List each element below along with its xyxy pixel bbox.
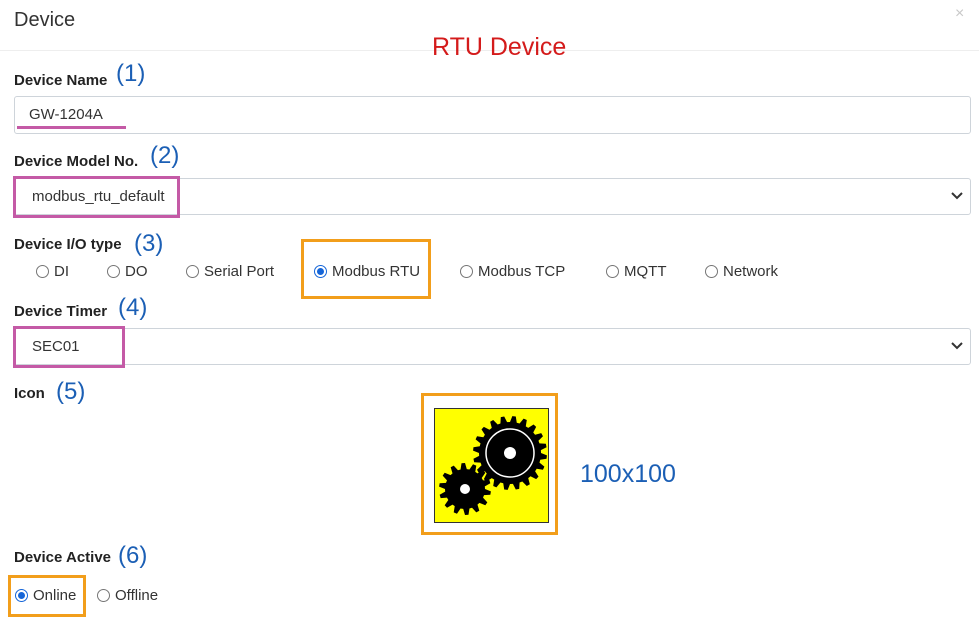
annotation-title: RTU Device: [432, 33, 567, 61]
device-model-annotation-number: (2): [150, 142, 180, 169]
io-type-option-mqtt[interactable]: MQTT: [606, 263, 667, 280]
gear-hub: [460, 484, 470, 494]
device-name-input[interactable]: GW-1204A: [14, 96, 971, 134]
gear-ring: [485, 428, 535, 478]
chevron-down-icon: [951, 192, 963, 200]
io-type-annotation-number: (3): [134, 230, 164, 257]
io-type-option-label: Modbus TCP: [478, 263, 566, 280]
radio-offline[interactable]: [97, 589, 110, 602]
io-type-option-label: Modbus RTU: [332, 263, 421, 280]
close-icon[interactable]: ×: [955, 5, 965, 22]
device-active-option-offline[interactable]: Offline: [97, 587, 158, 604]
device-model-value: modbus_rtu_default: [32, 188, 165, 205]
gears-icon: [439, 416, 547, 515]
device-active-label: Device Active: [14, 549, 112, 566]
io-type-label: Device I/O type: [14, 236, 122, 253]
radio-modbus-rtu[interactable]: [314, 265, 327, 278]
io-type-option-label: MQTT: [624, 263, 667, 280]
io-type-option-modbus-tcp[interactable]: Modbus TCP: [460, 263, 565, 280]
radio-do[interactable]: [107, 265, 120, 278]
device-model-label: Device Model No.: [14, 153, 139, 170]
io-type-option-modbus-rtu[interactable]: Modbus RTU: [314, 263, 420, 280]
device-active-highlight: [8, 575, 86, 617]
device-timer-value: SEC01: [32, 338, 80, 355]
radio-serial-port[interactable]: [186, 265, 199, 278]
io-type-option-serial-port[interactable]: Serial Port: [186, 263, 274, 280]
device-name-value: GW-1204A: [29, 106, 103, 123]
io-type-option-di[interactable]: DI: [36, 263, 69, 280]
io-type-option-label: Network: [723, 263, 779, 280]
radio-modbus-tcp[interactable]: [460, 265, 473, 278]
device-active-option-online[interactable]: Online: [15, 587, 76, 604]
io-type-option-label: Serial Port: [204, 263, 275, 280]
gear-hub: [504, 447, 516, 459]
device-name-annotation-number: (1): [116, 60, 146, 87]
chevron-down-icon: [951, 342, 963, 350]
icon-annotation-number: (5): [56, 378, 86, 405]
device-active-option-label: Online: [33, 587, 77, 604]
device-name-highlight: [17, 126, 126, 129]
device-active-annotation-number: (6): [118, 542, 148, 569]
io-type-option-label: DI: [54, 263, 69, 280]
device-name-label: Device Name: [14, 72, 108, 89]
io-type-option-network[interactable]: Network: [705, 263, 778, 280]
device-active-option-label: Offline: [115, 587, 159, 604]
device-timer-highlight: [13, 326, 125, 368]
radio-di[interactable]: [36, 265, 49, 278]
device-timer-label: Device Timer: [14, 303, 108, 320]
header-divider: [0, 50, 979, 51]
device-timer-select[interactable]: SEC01: [14, 328, 971, 365]
modal-title: Device: [14, 9, 76, 31]
io-type-option-do[interactable]: DO: [107, 263, 148, 280]
radio-network[interactable]: [705, 265, 718, 278]
io-type-highlight: [301, 239, 431, 299]
icon-highlight: [421, 393, 558, 535]
icon-size-label: 100x100: [580, 460, 676, 488]
radio-online[interactable]: [15, 589, 28, 602]
device-model-select[interactable]: modbus_rtu_default: [14, 178, 971, 215]
device-timer-annotation-number: (4): [118, 294, 148, 321]
device-icon-tile[interactable]: [434, 408, 549, 523]
device-model-highlight: [13, 176, 180, 218]
radio-mqtt[interactable]: [606, 265, 619, 278]
io-type-option-label: DO: [125, 263, 148, 280]
icon-label: Icon: [14, 385, 45, 402]
